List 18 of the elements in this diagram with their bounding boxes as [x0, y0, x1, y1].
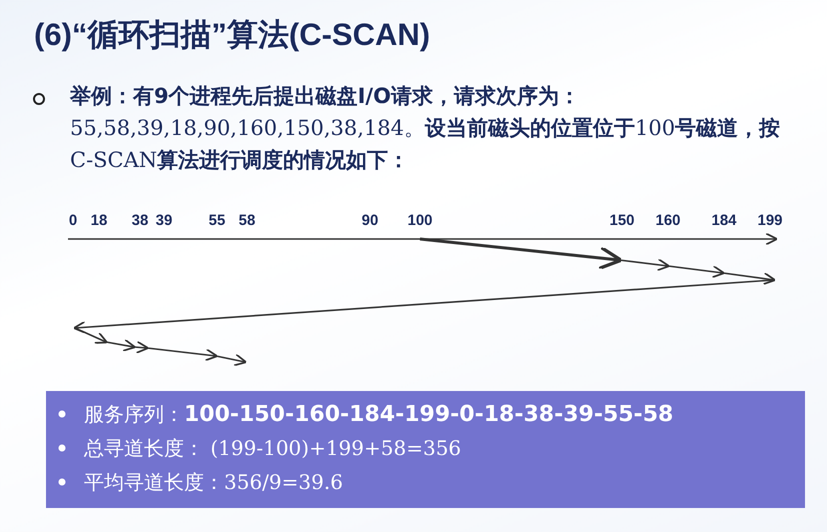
track-number: 58 [238, 212, 256, 229]
example-paragraph: 举例：有9个进程先后提出磁盘I/O请求，请求次序为：55,58,39,18,90,160,150,38,184。设当前磁头的位置位于100号磁道，按C-SCAN算法进行调度的情况如下： [70, 83, 782, 174]
track-number: 38 [132, 212, 148, 229]
track-number: 18 [90, 212, 108, 229]
track-number: 100 [407, 212, 433, 229]
track-number: 0 [68, 212, 78, 229]
summary-line: 总寻道长度： (199-100)+199+58=356 [84, 435, 462, 462]
summary-panel [46, 391, 805, 508]
track-number: 199 [757, 212, 783, 229]
slide-title: (6)“循环扫描”算法(C-SCAN) [34, 16, 430, 54]
track-number: 160 [655, 212, 681, 229]
track-number: 150 [609, 212, 635, 229]
track-number: 184 [711, 212, 737, 229]
track-number: 39 [156, 212, 172, 229]
track-number: 55 [208, 212, 226, 229]
summary-line: 平均寻道长度：356/9=39.6 [84, 469, 343, 496]
track-number: 90 [362, 212, 378, 229]
summary-line: 服务序列：100-150-160-184-199-0-18-38-39-55-58 [84, 401, 674, 429]
